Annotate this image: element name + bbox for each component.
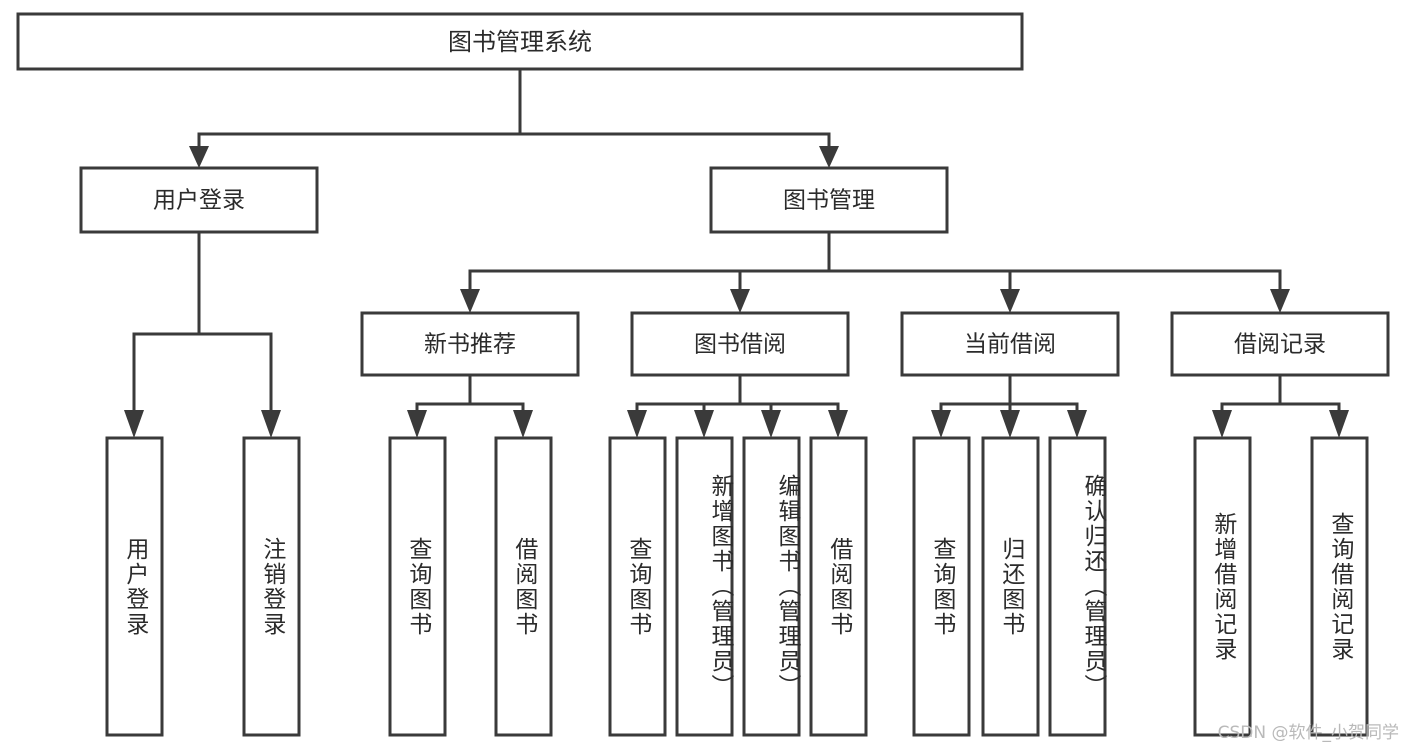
node-book-borrow-box[interactable]	[630, 311, 850, 377]
node-borrow-records[interactable]: 借阅记录	[1170, 311, 1390, 377]
arrow-head-leaf-borrowrecords-2	[1329, 410, 1349, 438]
leaf-box-currentborrow-1[interactable]	[912, 436, 971, 737]
arrow-head-newbooks	[460, 289, 480, 313]
leaf-box-currentborrow-3[interactable]	[1048, 436, 1107, 737]
node-book-management[interactable]: 图书管理	[709, 166, 949, 234]
node-user-login[interactable]: 用户登录	[79, 166, 319, 234]
node-new-book-recommend-box[interactable]	[360, 311, 580, 377]
arrow-head-leaf-currentborrow-3	[1067, 410, 1087, 438]
leaf-boxes	[105, 436, 1369, 737]
connector-group-borrowrecords	[1212, 373, 1349, 438]
leaf-box-bookborrow-3[interactable]	[742, 436, 801, 737]
leaf-box-bookborrow-4[interactable]	[809, 436, 868, 737]
node-current-borrow[interactable]: 当前借阅	[900, 311, 1120, 377]
node-new-book-recommend-label: 新书推荐	[424, 332, 516, 358]
arrow-head-leaf-bookborrow-3	[761, 410, 781, 438]
leaf-box-newbooks-2[interactable]	[494, 436, 553, 737]
connector-group-root	[189, 67, 839, 168]
arrow-head-leaf-borrowrecords-1	[1212, 410, 1232, 438]
node-user-login-label: 用户登录	[153, 188, 245, 214]
leaf-box-newbooks-1[interactable]	[388, 436, 447, 737]
connector-group-userlogin	[124, 230, 281, 438]
leaf-box-user-login-1[interactable]	[105, 436, 164, 737]
leaf-box-bookborrow-1[interactable]	[608, 436, 667, 737]
arrow-head-leaf-newbooks-1	[407, 410, 427, 438]
arrow-head-leaf-currentborrow-2	[1000, 410, 1020, 438]
connector-group-bookmgmt	[460, 230, 1290, 313]
leaf-box-user-login-2[interactable]	[242, 436, 301, 737]
node-root-label: 图书管理系统	[448, 28, 592, 56]
arrow-head-leaf-user-login-1	[124, 410, 144, 438]
arrow-head-leaf-currentborrow-1	[931, 410, 951, 438]
connector-group-bookborrow	[627, 373, 848, 438]
leaf-box-currentborrow-2[interactable]	[981, 436, 1040, 737]
node-new-book-recommend[interactable]: 新书推荐	[360, 311, 580, 377]
connector-group-newbooks	[407, 373, 533, 438]
arrow-head-leaf-newbooks-2	[513, 410, 533, 438]
node-current-borrow-label: 当前借阅	[964, 332, 1056, 358]
arrow-head-borrowrecords	[1270, 289, 1290, 313]
csdn-watermark: CSDN @软件_小贺同学	[1217, 723, 1399, 743]
arrow-head-leaf-bookborrow-1	[627, 410, 647, 438]
node-borrow-records-label: 借阅记录	[1234, 332, 1326, 358]
arrow-head-bookborrow	[730, 289, 750, 313]
node-book-borrow-label: 图书借阅	[694, 332, 786, 358]
node-book-borrow[interactable]: 图书借阅	[630, 311, 850, 377]
arrow-head-leaf-bookborrow-2	[694, 410, 714, 438]
arrow-head-currentborrow	[1000, 289, 1020, 313]
connector-group-currentborrow	[931, 373, 1087, 438]
leaf-box-borrowrecords-1[interactable]	[1193, 436, 1252, 737]
node-user-login-box[interactable]	[79, 166, 319, 234]
arrow-head-leaf-bookborrow-4	[828, 410, 848, 438]
node-borrow-records-box[interactable]	[1170, 311, 1390, 377]
arrow-head-bookmgmt	[819, 146, 839, 168]
leaf-box-borrowrecords-2[interactable]	[1310, 436, 1369, 737]
arrow-head-leaf-user-login-2	[261, 410, 281, 438]
node-current-borrow-box[interactable]	[900, 311, 1120, 377]
node-root-box[interactable]	[16, 12, 1024, 71]
node-book-management-label: 图书管理	[783, 188, 875, 214]
leaf-box-bookborrow-2[interactable]	[675, 436, 734, 737]
arrow-head-userlogin	[189, 146, 209, 168]
node-root[interactable]: 图书管理系统	[16, 12, 1024, 71]
node-book-management-box[interactable]	[709, 166, 949, 234]
